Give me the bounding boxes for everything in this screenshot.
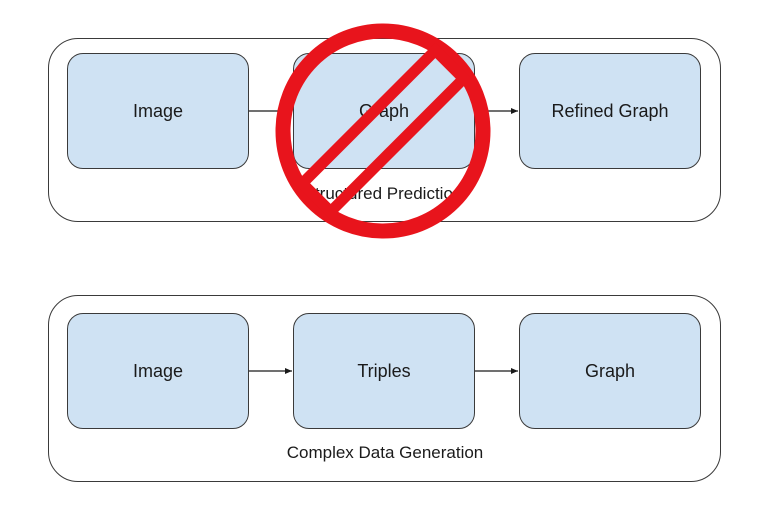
- top-node-refined-graph: Refined Graph: [519, 53, 701, 169]
- top-node-image: Image: [67, 53, 249, 169]
- top-node-graph: Graph: [293, 53, 475, 169]
- bottom-node-triples: Triples: [293, 313, 475, 429]
- bottom-node-image: Image: [67, 313, 249, 429]
- structured-prediction-caption: Structured Prediction: [303, 184, 463, 203]
- complex-data-generation-caption: Complex Data Generation: [286, 443, 484, 462]
- node-label: Image: [132, 360, 184, 381]
- node-label: Graph: [358, 100, 410, 121]
- node-label: Triples: [357, 360, 411, 381]
- node-label: Graph: [584, 360, 636, 381]
- node-label: Image: [132, 100, 184, 121]
- node-label: Refined Graph: [551, 100, 669, 121]
- bottom-node-graph: Graph: [519, 313, 701, 429]
